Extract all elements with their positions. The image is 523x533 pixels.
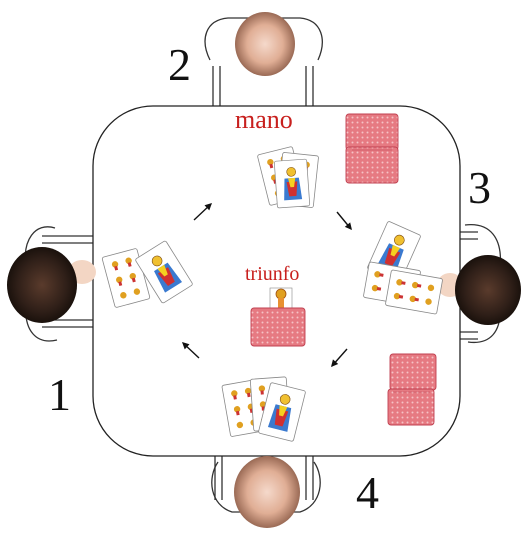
- player-number-4: 4: [356, 467, 379, 518]
- player-4-head-icon: [234, 456, 300, 528]
- player-number-1: 1: [48, 369, 71, 420]
- trump-card: [269, 287, 293, 315]
- triunfo-label: triunfo: [245, 263, 300, 285]
- player-number-3: 3: [468, 162, 491, 213]
- card-back-icon: [345, 113, 399, 184]
- card-back-icon: [387, 353, 437, 426]
- mano-label: mano: [235, 105, 293, 134]
- trump-deck-card-back-icon: [250, 307, 306, 347]
- player-1-head-icon: [7, 247, 96, 323]
- player-3-head-icon: [437, 255, 521, 325]
- player-number-2: 2: [168, 39, 191, 90]
- player-2-head-icon: [235, 12, 295, 76]
